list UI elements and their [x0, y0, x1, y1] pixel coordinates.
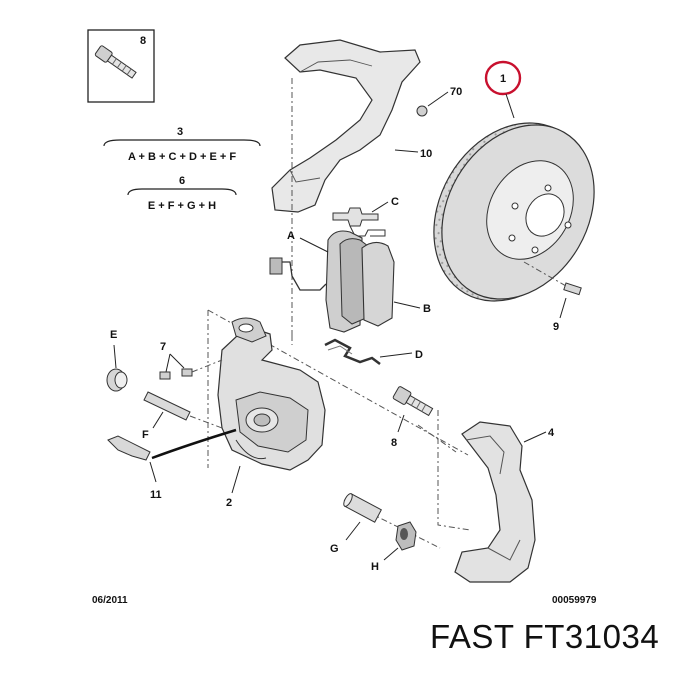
bolt-icon	[94, 45, 137, 79]
callout-F: F	[142, 429, 149, 441]
callout-7: 7	[160, 341, 166, 353]
sleeve-g-callout: G	[330, 521, 361, 555]
kit-6-group: 6 E + F + G + H	[127, 175, 237, 212]
caliper-bracket: 4	[454, 421, 555, 583]
brake-pads: A B	[269, 230, 431, 333]
screw-70: 70	[416, 86, 462, 117]
diagram-date: 06/2011	[92, 595, 128, 606]
callout-A: A	[287, 230, 295, 242]
kit-3-formula: A + B + C + D + E + F	[128, 151, 236, 163]
callout-G: G	[330, 543, 339, 555]
diagram-reference: 00059979	[552, 595, 597, 606]
clips-d: D	[324, 338, 423, 365]
bolt-inset-box: 8	[87, 29, 155, 103]
kit-6-formula: E + F + G + H	[148, 200, 216, 212]
callout-2: 2	[226, 497, 232, 509]
callout-3: 3	[177, 126, 183, 138]
callout-9: 9	[553, 321, 559, 333]
callout-8: 8	[391, 437, 397, 449]
callout-11: 11	[150, 489, 162, 501]
brake-disc	[433, 122, 595, 302]
guide-pin-f: F	[142, 391, 223, 441]
callout-10: 10	[420, 148, 432, 160]
callout-C: C	[391, 196, 399, 208]
anti-rattle-clips-c: C	[332, 196, 399, 237]
brake-caliper: 2	[217, 317, 326, 509]
callout-4: 4	[548, 427, 555, 439]
highlight-circle	[484, 60, 522, 96]
disc-screw-9: 9	[523, 261, 582, 333]
brand-part-number: FAST FT31034	[430, 618, 660, 655]
callout-B: B	[423, 303, 431, 315]
callout-H: H	[371, 561, 379, 573]
boot-h: H	[371, 521, 417, 573]
callout-8-inset: 8	[140, 35, 146, 47]
bleed-screws-7: 7	[159, 341, 223, 380]
callout-1: 1	[500, 73, 506, 85]
sleeve-g	[343, 493, 382, 523]
callout-D: D	[415, 349, 423, 361]
splash-shield: 10	[271, 39, 432, 213]
dust-cap-e: E	[106, 329, 128, 392]
wear-sensor-11: 11	[107, 428, 237, 501]
callout-70: 70	[450, 86, 462, 98]
callout-E: E	[110, 329, 117, 341]
kit-3-group: 3 A + B + C + D + E + F	[103, 126, 261, 163]
callout-6: 6	[179, 175, 185, 187]
disc-callout-1: 1	[484, 60, 522, 119]
bracket-bolt-8-callout: 8	[391, 414, 405, 449]
bracket-bolt-8	[392, 386, 434, 417]
